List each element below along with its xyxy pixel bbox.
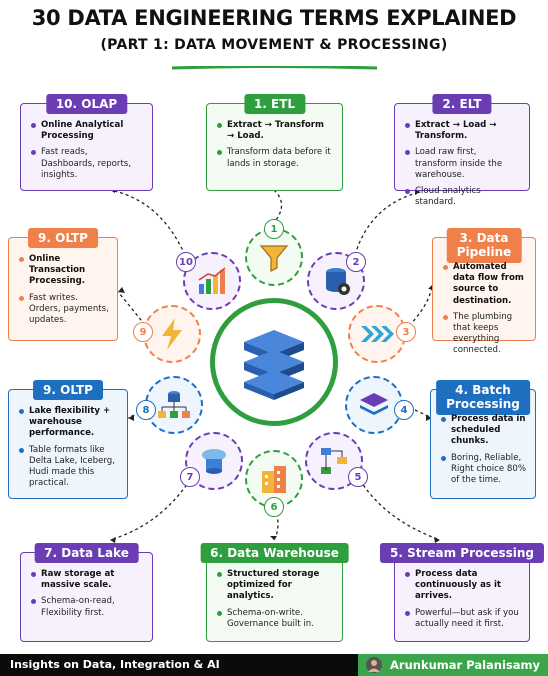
card-item: Load raw first, transform inside the war… — [405, 147, 521, 181]
card-items: Online Analytical Processing Fast reads,… — [21, 104, 152, 192]
card-title: 6. Data Warehouse — [200, 543, 349, 564]
connector-5 — [359, 479, 441, 541]
page-title: 30 DATA ENGINEERING TERMS EXPLAINED — [31, 6, 517, 30]
card-title: 10. OLAP — [45, 94, 128, 115]
footer-tagline: Insights on Data, Integration & AI — [10, 658, 220, 671]
card-lake: 7. Data Lake Raw storage at massive scal… — [20, 543, 153, 642]
node-number-3: 3 — [396, 322, 416, 342]
card-item: Structured storage optimized for analyti… — [217, 569, 334, 603]
card-items: Process data in scheduled chunks. Boring… — [431, 390, 535, 497]
card-olap: 10. OLAP Online Analytical Processing Fa… — [20, 94, 153, 192]
funnel-icon — [259, 245, 289, 272]
card-item: Online Analytical Processing — [31, 120, 144, 142]
title-underline — [172, 66, 377, 70]
card-title: 4. Batch Processing — [436, 380, 530, 415]
card-stream: 5. Stream Processing Process data contin… — [379, 543, 545, 642]
card-oltp: 9. OLTP Online Transaction Processing. F… — [8, 228, 118, 341]
card-batch: 4. Batch Processing Process data in sche… — [430, 380, 536, 499]
node-number-8: 8 — [136, 400, 156, 420]
card-items: Extract → Load → Transform. Load raw fir… — [395, 104, 529, 219]
card-title: 9. OLTP — [33, 380, 103, 401]
author-name: Arunkumar Palanisamy — [390, 658, 540, 672]
card-item: Lake flexibility + warehouse performance… — [19, 406, 119, 440]
card-item: Cloud analytics standard. — [405, 186, 521, 208]
card-items: Online Transaction Processing. Fast writ… — [9, 238, 117, 337]
node-number-4: 4 — [394, 400, 414, 420]
card-item: Table formats like Delta Lake, Iceberg, … — [19, 445, 119, 490]
card-item: Schema-on-write. Governance built in. — [217, 608, 334, 630]
card-items: Process data continuously as it arrives.… — [395, 553, 529, 641]
card-item: Automated data flow from source to desti… — [443, 262, 527, 307]
hierarchy-icon — [158, 391, 190, 418]
card-warehouse: 6. Data Warehouse Structured storage opt… — [200, 543, 349, 642]
card-item: Extract → Transform → Load. — [217, 120, 334, 142]
building-icon — [262, 466, 286, 493]
card-item: Fast writes. Orders, payments, updates. — [19, 293, 109, 327]
elt-node — [307, 252, 365, 310]
card-items: Automated data flow from source to desti… — [433, 238, 535, 367]
card-title: 2. ELT — [432, 94, 492, 115]
lightning-icon — [162, 318, 182, 350]
cloud-database-icon — [202, 449, 226, 474]
node-number-9: 9 — [133, 322, 153, 342]
footer: Insights on Data, Integration & AI Arunk… — [0, 654, 548, 676]
server-stack-icon — [244, 330, 304, 400]
card-title: 5. Stream Processing — [379, 543, 545, 564]
node-number-5: 5 — [348, 467, 368, 487]
card-title: 1. ETL — [243, 94, 306, 115]
avatar-icon — [366, 657, 382, 673]
card-item: Raw storage at massive scale. — [31, 569, 144, 591]
card-items: Structured storage optimized for analyti… — [207, 553, 342, 641]
node-number-2: 2 — [346, 252, 366, 272]
card-items: Raw storage at massive scale. Schema-on-… — [21, 553, 152, 630]
card-elt: 2. ELT Extract → Load → Transform. Load … — [394, 94, 530, 207]
page-subtitle: (PART 1: DATA MOVEMENT & PROCESSING) — [100, 37, 448, 53]
bar-chart-icon — [198, 267, 226, 294]
node-number-1: 1 — [264, 219, 284, 239]
card-item: Boring, Reliable, Right choice 80% of th… — [441, 453, 527, 487]
card-item: Process data continuously as it arrives. — [405, 569, 521, 603]
node-number-6: 6 — [264, 497, 284, 517]
database-gear-icon — [326, 268, 350, 295]
card-items: Lake flexibility + warehouse performance… — [9, 390, 127, 500]
lakehouse-node — [145, 376, 203, 434]
center-hub — [210, 298, 338, 426]
card-title: 9. OLTP — [28, 228, 98, 249]
card-item: Process data in scheduled chunks. — [441, 414, 527, 448]
card-item: Schema-on-read, Flexibility first. — [31, 596, 144, 618]
connector-2 — [354, 191, 421, 256]
connector-10 — [109, 189, 186, 256]
layers-icon — [360, 393, 388, 415]
connector-7 — [109, 479, 191, 541]
card-item: Fast reads, Dashboards, reports, insight… — [31, 147, 144, 181]
card-item: Online Transaction Processing. — [19, 254, 109, 288]
chevrons-icon — [361, 326, 394, 342]
card-item: Extract → Load → Transform. — [405, 120, 521, 142]
card-item: The plumbing that keeps everything conne… — [443, 312, 527, 357]
card-item: Powerful—but ask if you actually need it… — [405, 608, 521, 630]
card-item: Transform data before it lands in storag… — [217, 147, 334, 169]
card-etl: 1. ETL Extract → Transform → Load. Trans… — [206, 94, 343, 191]
author-badge: Arunkumar Palanisamy — [358, 654, 548, 676]
node-number-10: 10 — [176, 252, 196, 272]
card-lakehouse: 9. OLTP Lake flexibility + warehouse per… — [8, 380, 128, 500]
node-number-7: 7 — [180, 467, 200, 487]
card-title: 7. Data Lake — [34, 543, 139, 564]
card-pipeline: 3. Data Pipeline Automated data flow fro… — [432, 228, 536, 355]
connector-9 — [117, 291, 146, 326]
card-title: 3. Data Pipeline — [446, 228, 522, 263]
connector-1 — [271, 189, 283, 226]
card-items: Extract → Transform → Load. Transform da… — [207, 104, 342, 181]
flowchart-icon — [321, 448, 347, 474]
